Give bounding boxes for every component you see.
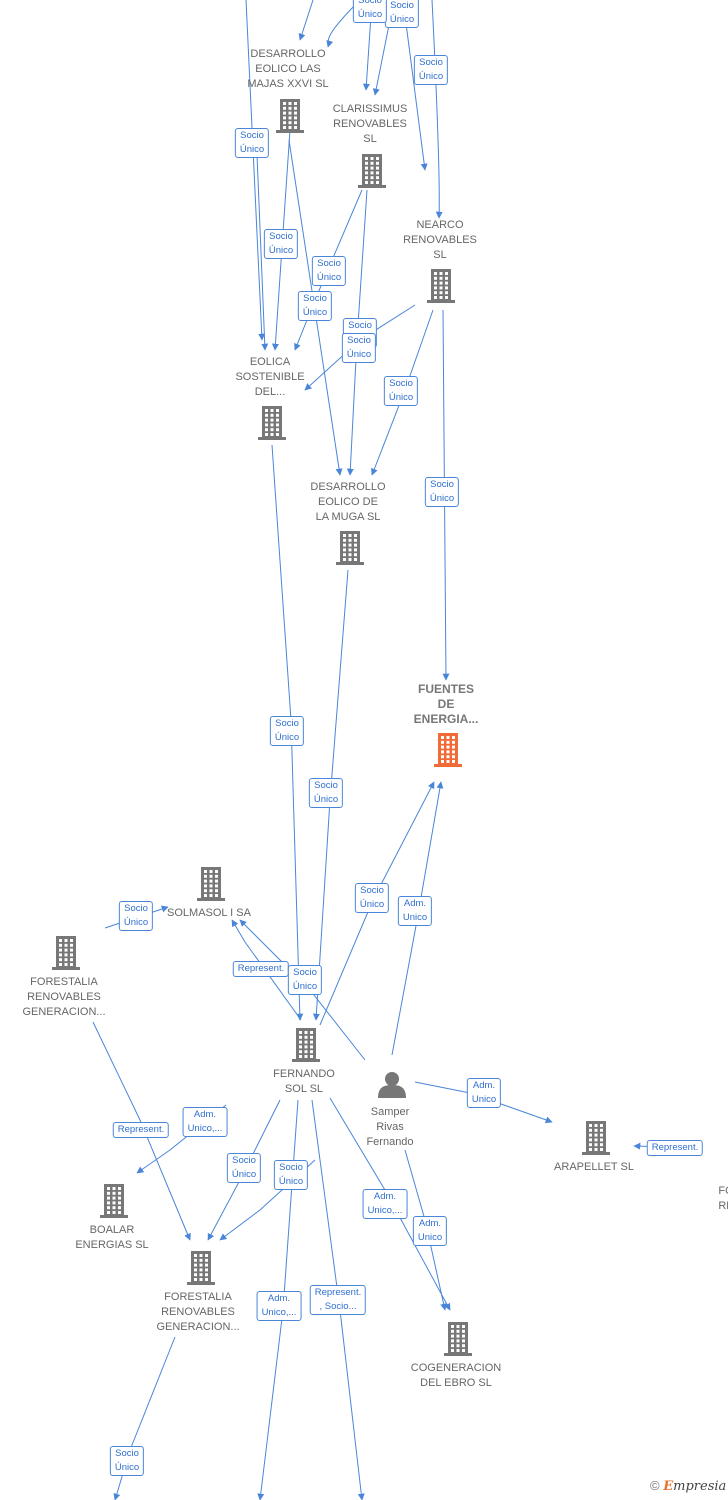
relationship-edge [431,0,443,219]
edge-label[interactable]: Socio Único [424,477,460,507]
copyright-symbol: © [650,1478,660,1493]
edge-label[interactable]: Socio Único [352,0,388,23]
edge-label[interactable]: Socio Único [226,1153,262,1183]
edge-label[interactable]: Socio Único [341,333,377,363]
relationship-edge [92,1021,191,1241]
node-label-samper[interactable]: Samper Rivas Fernando [366,1106,414,1148]
node-label-solmasol[interactable]: SOLMASOL I SA [167,907,251,919]
relationship-edge [372,19,391,96]
edge-label[interactable]: Socio Único [263,229,299,259]
relationship-edge [326,0,361,48]
person-icon[interactable] [378,1072,406,1098]
building-icon[interactable] [100,1184,128,1218]
relationship-edge [231,919,302,1021]
building-icon[interactable] [258,406,286,440]
edge-label[interactable]: Socio Único [109,1446,145,1476]
node-label-clarissimus[interactable]: CLARISSIMUS RENOVABLES SL [332,103,408,145]
node-label-forestalia-top[interactable]: FORESTALIA RENOVABLES GENERACION... [22,976,106,1018]
building-icon[interactable] [427,269,455,303]
edge-label[interactable]: Represent. [232,961,290,977]
node-label-fuentes-de-energia[interactable]: FUENTES DE ENERGIA... [413,682,479,726]
edge-label[interactable]: Socio Único [413,55,449,85]
building-icon[interactable] [197,867,225,901]
edge-label[interactable]: Socio Único [308,778,344,808]
edge-label[interactable]: Socio Único [384,0,420,28]
node-label-forestalia-bottom[interactable]: FORESTALIA RENOVABLES GENERACION... [156,1291,240,1333]
node-label-cogeneracion[interactable]: COGENERACION DEL EBRO SL [410,1362,502,1389]
edge-label[interactable]: Socio Único [354,883,390,913]
edge-label[interactable]: Socio Único [234,128,270,158]
node-label-fernando-sol[interactable]: FERNANDO SOL SL [273,1068,335,1095]
building-icon[interactable] [444,1322,472,1356]
relationship-edge [298,0,314,41]
edge-label[interactable]: Socio Único [383,376,419,406]
node-label-boalar[interactable]: BOALAR ENERGIAS SL [75,1224,149,1251]
building-icon[interactable] [434,733,462,767]
building-icon[interactable] [187,1251,215,1285]
edge-label[interactable]: Represent. [646,1140,704,1156]
edge-label[interactable]: Adm. Unico [397,896,433,926]
edge-label[interactable]: Adm. Unico [466,1078,502,1108]
edge-label[interactable]: Socio Único [273,1160,309,1190]
brand-logo[interactable]: Empresia [663,1479,727,1494]
node-label-desarrollo-eolico-las-majas[interactable]: DESARROLLO EOLICO LAS MAJAS XXVI SL [247,48,329,90]
node-label-eolica-sostenible[interactable]: EOLICA SOSTENIBLE DEL... [235,356,305,398]
building-icon[interactable] [336,531,364,565]
relationship-edge [245,0,266,341]
edge-label[interactable]: Socio Único [118,901,154,931]
building-icon[interactable] [292,1028,320,1062]
building-icon[interactable] [52,936,80,970]
node-label-nearco[interactable]: NEARCO RENOVABLES SL [403,219,477,261]
edge-label[interactable]: Represent. [112,1122,170,1138]
relationship-edge [402,0,428,171]
node-label-arapellet[interactable]: ARAPELLET SL [554,1161,634,1173]
edge-label[interactable]: Represent. , Socio... [309,1285,367,1315]
edge-label[interactable]: Adm. Unico,... [362,1189,408,1219]
relationship-edge [255,129,269,351]
edge-label[interactable]: Socio Único [297,291,333,321]
edge-label[interactable]: Socio Único [311,256,347,286]
building-icon[interactable] [276,99,304,133]
edge-label[interactable]: Adm. Unico,... [182,1107,228,1137]
node-label-desarrollo-eolico-muga[interactable]: DESARROLLO EOLICO DE LA MUGA SL [310,481,386,523]
building-icon[interactable] [358,154,386,188]
edge-label[interactable]: Adm. Unico,... [256,1291,302,1321]
node-label-edge-partial[interactable]: FO RE [718,1185,728,1212]
edge-label[interactable]: Socio Único [287,965,323,995]
edge-label[interactable]: Adm. Unico [412,1216,448,1246]
building-icon[interactable] [582,1121,610,1155]
copyright-notice: © Empresia [650,1478,726,1494]
edge-label[interactable]: Socio Único [269,716,305,746]
